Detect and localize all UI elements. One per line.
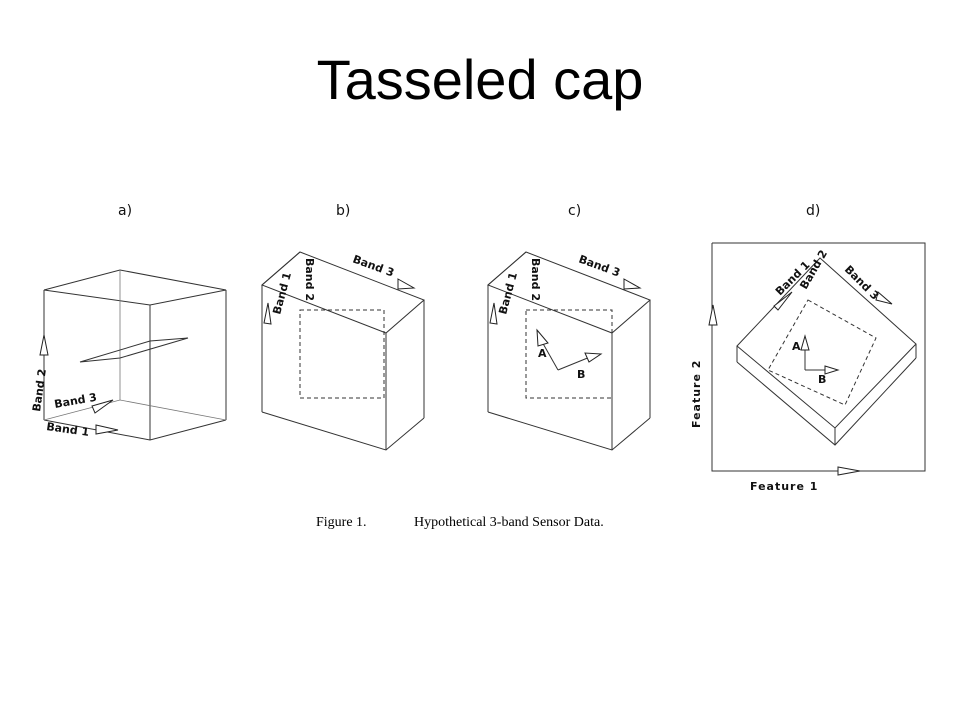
- figure-caption-number: Figure 1.: [316, 515, 367, 530]
- panel-a-axis-band1: Band 1: [46, 420, 90, 439]
- panel-d-feature-1: Feature 1: [750, 480, 818, 493]
- band-1-arrow-icon: [263, 302, 272, 325]
- band-3-arrow-icon: [91, 399, 114, 414]
- band-3-arrow-icon: [875, 291, 893, 305]
- feature-2-arrow-icon: [708, 304, 718, 326]
- panel-c-axis-band2: Band 2: [529, 258, 542, 301]
- panel-b: b) Band 3 Band 1 Band 2: [261, 203, 425, 451]
- panel-d-feature-2: Feature 2: [690, 360, 703, 428]
- panel-c-axis-band3: Band 3: [577, 253, 622, 280]
- band-2-arrow-icon: [39, 334, 49, 356]
- vector-a-arrow-icon: [536, 328, 549, 347]
- panel-d-vector-b: B: [818, 373, 826, 386]
- band-3-arrow-icon: [623, 278, 642, 290]
- panel-a: a) Band 2 Band 3 Band 1: [30, 203, 227, 441]
- panel-c-vector-a: A: [538, 347, 547, 360]
- panel-b-axis-band1: Band 1: [270, 271, 294, 316]
- panel-c-label: c): [568, 203, 581, 219]
- panel-a-axis-band2: Band 2: [30, 368, 49, 412]
- feature-1-arrow-icon: [837, 466, 861, 476]
- panel-b-axis-band2: Band 2: [303, 258, 316, 301]
- band-1-arrow-icon: [95, 424, 119, 435]
- panel-d-label: d): [806, 203, 820, 219]
- panel-c-axis-band1: Band 1: [496, 271, 520, 316]
- slide-title: Tasseled cap: [316, 48, 644, 111]
- band-3-arrow-icon: [397, 278, 416, 290]
- panel-c: c) A B Band 3 Band 1 Band 2: [487, 203, 651, 451]
- panel-d: d) A B Band 3 Band 1 Band 2 Feature 2 Fe…: [690, 203, 926, 493]
- panel-a-label: a): [118, 203, 132, 219]
- band-1-arrow-icon: [489, 302, 498, 325]
- panel-b-label: b): [336, 203, 350, 219]
- panel-b-axis-band3: Band 3: [351, 253, 396, 280]
- panel-c-vector-b: B: [577, 368, 585, 381]
- vector-b-arrow-icon: [584, 352, 603, 363]
- band-1-arrow-icon: [773, 291, 793, 311]
- vector-b-arrow-icon: [824, 365, 840, 375]
- panel-d-vector-a: A: [792, 340, 801, 353]
- figure-caption-text: Hypothetical 3-band Sensor Data.: [414, 515, 604, 530]
- vector-a-arrow-icon: [800, 334, 810, 351]
